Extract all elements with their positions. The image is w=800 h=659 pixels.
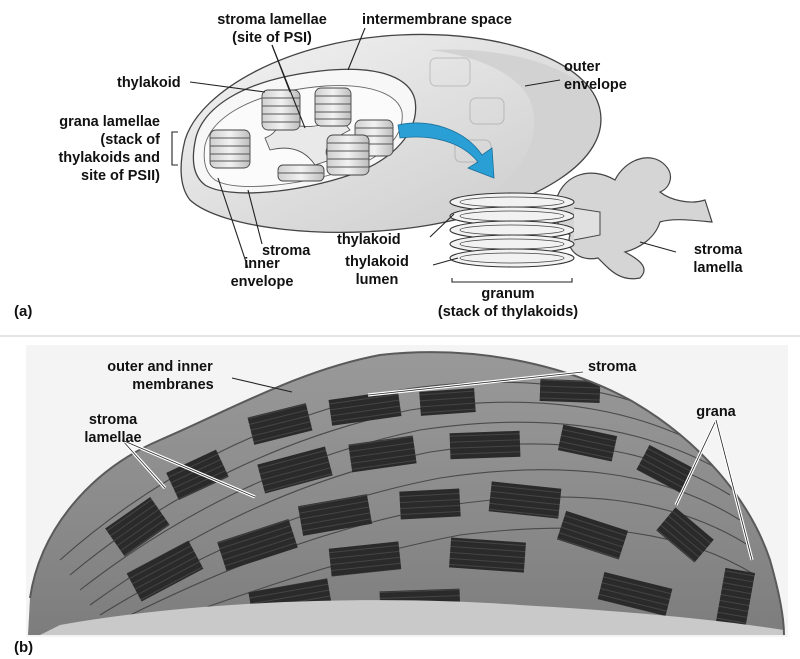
label-outer-envelope-2: envelope (564, 77, 627, 93)
label-grana-lamellae-2: (stack of (100, 132, 160, 148)
label-stroma-b: stroma (588, 359, 637, 375)
label-outer-inner-membranes: outer and inner (107, 359, 213, 375)
label-stroma-lamellae: stroma lamellae (217, 12, 327, 28)
label-outer-envelope: outer (564, 59, 601, 75)
label-stroma-lamellae-site: (site of PSI) (232, 30, 312, 46)
label-stroma-lamella-2: lamella (693, 260, 743, 276)
label-thylakoid-lumen: thylakoid (345, 254, 409, 270)
label-stroma-lamella: stroma (694, 242, 743, 258)
label-stroma-lamellae-b: stroma (89, 412, 138, 428)
label-outer-inner-membranes-2: membranes (132, 377, 213, 393)
label-grana-lamellae-3: thylakoids and (58, 150, 160, 166)
label-granum-2: (stack of thylakoids) (438, 304, 578, 320)
label-intermembrane-space: intermembrane space (362, 12, 512, 28)
label-grana: grana (696, 404, 736, 420)
label-inner-envelope-2: envelope (231, 274, 294, 290)
label-thylakoid-top: thylakoid (117, 75, 181, 91)
label-granum: granum (481, 286, 534, 302)
panel-label-a: (a) (14, 303, 32, 320)
label-inner-envelope: inner (244, 256, 280, 272)
panel-a-diagram: stroma lamellae (site of PSI) intermembr… (14, 12, 744, 320)
label-thylakoid-detail: thylakoid (337, 232, 401, 248)
label-grana-lamellae-4: site of PSII) (81, 168, 160, 184)
label-thylakoid-lumen-2: lumen (356, 272, 399, 288)
panel-b-micrograph: outer and inner membranes stroma stroma … (14, 340, 800, 656)
panel-label-b: (b) (14, 639, 33, 656)
label-grana-lamellae: grana lamellae (59, 114, 160, 130)
label-stroma-lamellae-b-2: lamellae (84, 430, 141, 446)
